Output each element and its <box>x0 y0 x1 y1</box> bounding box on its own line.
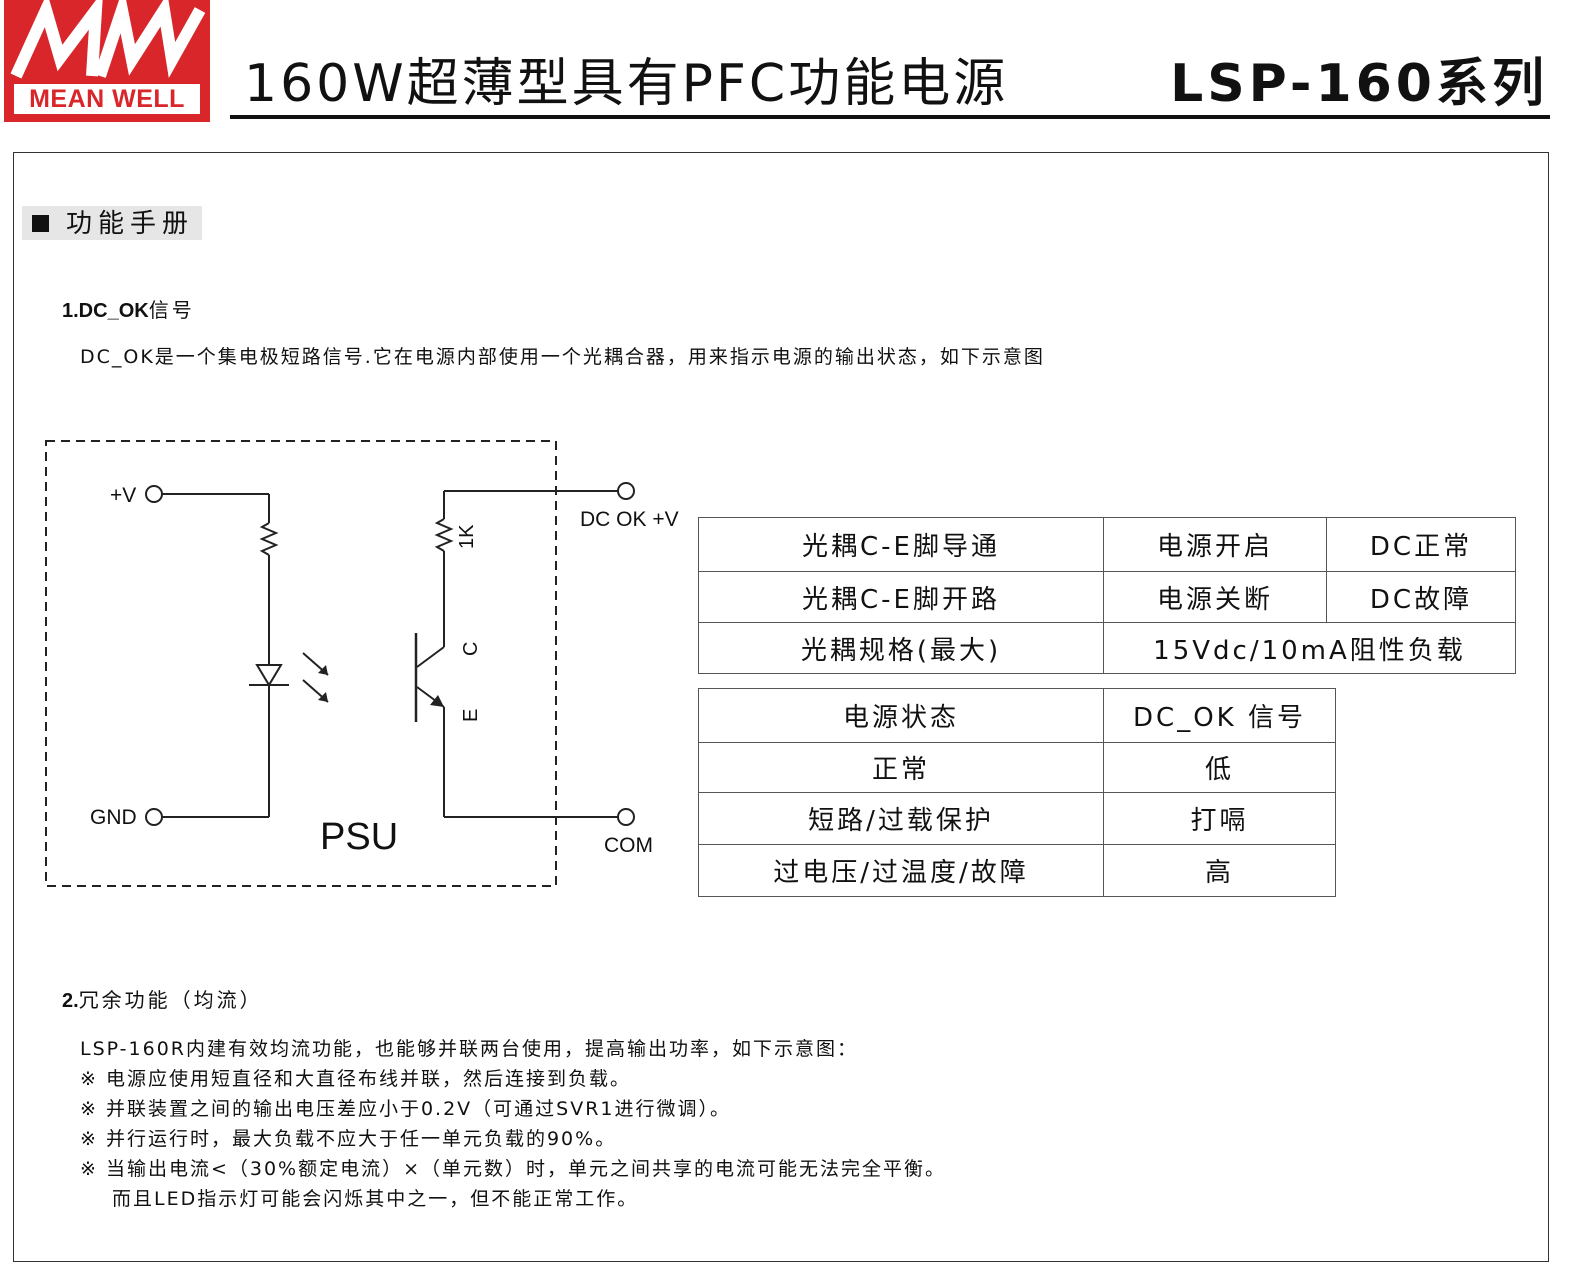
header-rule <box>230 115 1550 119</box>
dc-ok-heading-num: 1.DC_OK <box>62 300 149 322</box>
redundancy-notes: LSP-160R内建有效均流功能，也能够并联两台使用，提高输出功率，如下示意图：… <box>80 1034 946 1214</box>
table-row: 光耦规格(最大) 15Vdc/10mA阻性负载 <box>698 622 1516 674</box>
note-item: ※ 并联装置之间的输出电压差应小于0.2V（可通过SVR1进行微调）。 <box>80 1098 732 1120</box>
note-item: ※ 电源应使用短直径和大直径布线并联，然后连接到负载。 <box>80 1068 631 1090</box>
table-cell: 15Vdc/10mA阻性负载 <box>1103 622 1516 674</box>
table-cell: DC故障 <box>1326 571 1516 623</box>
dcok-terminal <box>617 482 635 500</box>
table-cell: 正常 <box>698 742 1104 793</box>
square-bullet-icon <box>32 215 49 232</box>
table-cell: 短路/过载保护 <box>698 792 1104 845</box>
document-title: 160W超薄型具有PFC功能电源 <box>244 54 1009 114</box>
label-gnd: GND <box>90 806 137 829</box>
table-cell: 过电压/过温度/故障 <box>698 844 1104 897</box>
table-cell: 光耦规格(最大) <box>698 622 1104 674</box>
redundancy-intro: LSP-160R内建有效均流功能，也能够并联两台使用，提高输出功率，如下示意图： <box>80 1038 859 1060</box>
brand-text: MEAN WELL <box>14 84 200 114</box>
optocoupler-table: 光耦C-E脚导通 电源开启 DC正常 光耦C-E脚开路 电源关断 DC故障 光耦… <box>698 517 1516 674</box>
table-cell: 高 <box>1103 844 1336 897</box>
dc-ok-description: DC_OK是一个集电极短路信号.它在电源内部使用一个光耦合器，用来指示电源的输出… <box>80 346 1045 368</box>
table-row: 光耦C-E脚开路 电源关断 DC故障 <box>698 571 1516 623</box>
label-vplus: +V <box>110 484 137 507</box>
label-com: COM <box>604 834 653 857</box>
redundancy-heading-num: 2. <box>62 990 79 1012</box>
section-heading: 功能手册 <box>22 206 202 240</box>
table-row: 过电压/过温度/故障 高 <box>698 844 1336 897</box>
note-item: ※ 当输出电流<（30%额定电流）×（单元数）时，单元之间共享的电流可能无法完全… <box>80 1158 947 1180</box>
vplus-terminal <box>145 485 163 503</box>
table-cell: 电源开启 <box>1103 517 1327 572</box>
table-cell: 电源关断 <box>1103 571 1327 623</box>
table-header-cell: 电源状态 <box>698 688 1104 743</box>
label-dcok: DC OK +V <box>580 508 679 531</box>
mean-well-logo: MEAN WELL <box>4 0 210 122</box>
table-row: 短路/过载保护 打嗝 <box>698 792 1336 845</box>
com-terminal <box>617 808 635 826</box>
series-title: LSP-160系列 <box>1170 54 1548 114</box>
table-cell: 光耦C-E脚开路 <box>698 571 1104 623</box>
psu-boundary <box>45 440 557 887</box>
table-header-row: 电源状态 DC_OK 信号 <box>698 688 1336 743</box>
redundancy-heading-text: 冗余功能（均流） <box>78 988 263 1012</box>
label-collector: C <box>460 641 482 656</box>
dc-ok-heading-text: 信号 <box>148 298 195 322</box>
table-header-cell: DC_OK 信号 <box>1103 688 1336 743</box>
section-title: 功能手册 <box>66 209 195 239</box>
table-cell: 打嗝 <box>1103 792 1336 845</box>
note-item: ※ 并行运行时，最大负载不应大于任一单元负载的90%。 <box>80 1128 617 1150</box>
dc-ok-heading: 1.DC_OK信号 <box>62 297 195 324</box>
label-resistor-1k: 1K <box>456 524 478 549</box>
table-cell: 低 <box>1103 742 1336 793</box>
gnd-terminal <box>145 808 163 826</box>
dc-ok-circuit-diagram <box>45 440 635 887</box>
table-cell: 光耦C-E脚导通 <box>698 517 1104 572</box>
label-emitter: E <box>460 708 482 722</box>
redundancy-heading: 2.冗余功能（均流） <box>62 987 263 1014</box>
dc-ok-status-table: 电源状态 DC_OK 信号 正常 低 短路/过载保护 打嗝 过电压/过温度/故障… <box>698 688 1336 897</box>
table-cell: DC正常 <box>1326 517 1516 572</box>
table-row: 光耦C-E脚导通 电源开启 DC正常 <box>698 517 1516 572</box>
note-item: 而且LED指示灯可能会闪烁其中之一，但不能正常工作。 <box>112 1188 639 1210</box>
table-row: 正常 低 <box>698 742 1336 793</box>
mw-logo-mark <box>10 0 206 79</box>
led-triangle <box>255 664 283 687</box>
label-psu: PSU <box>320 816 399 858</box>
